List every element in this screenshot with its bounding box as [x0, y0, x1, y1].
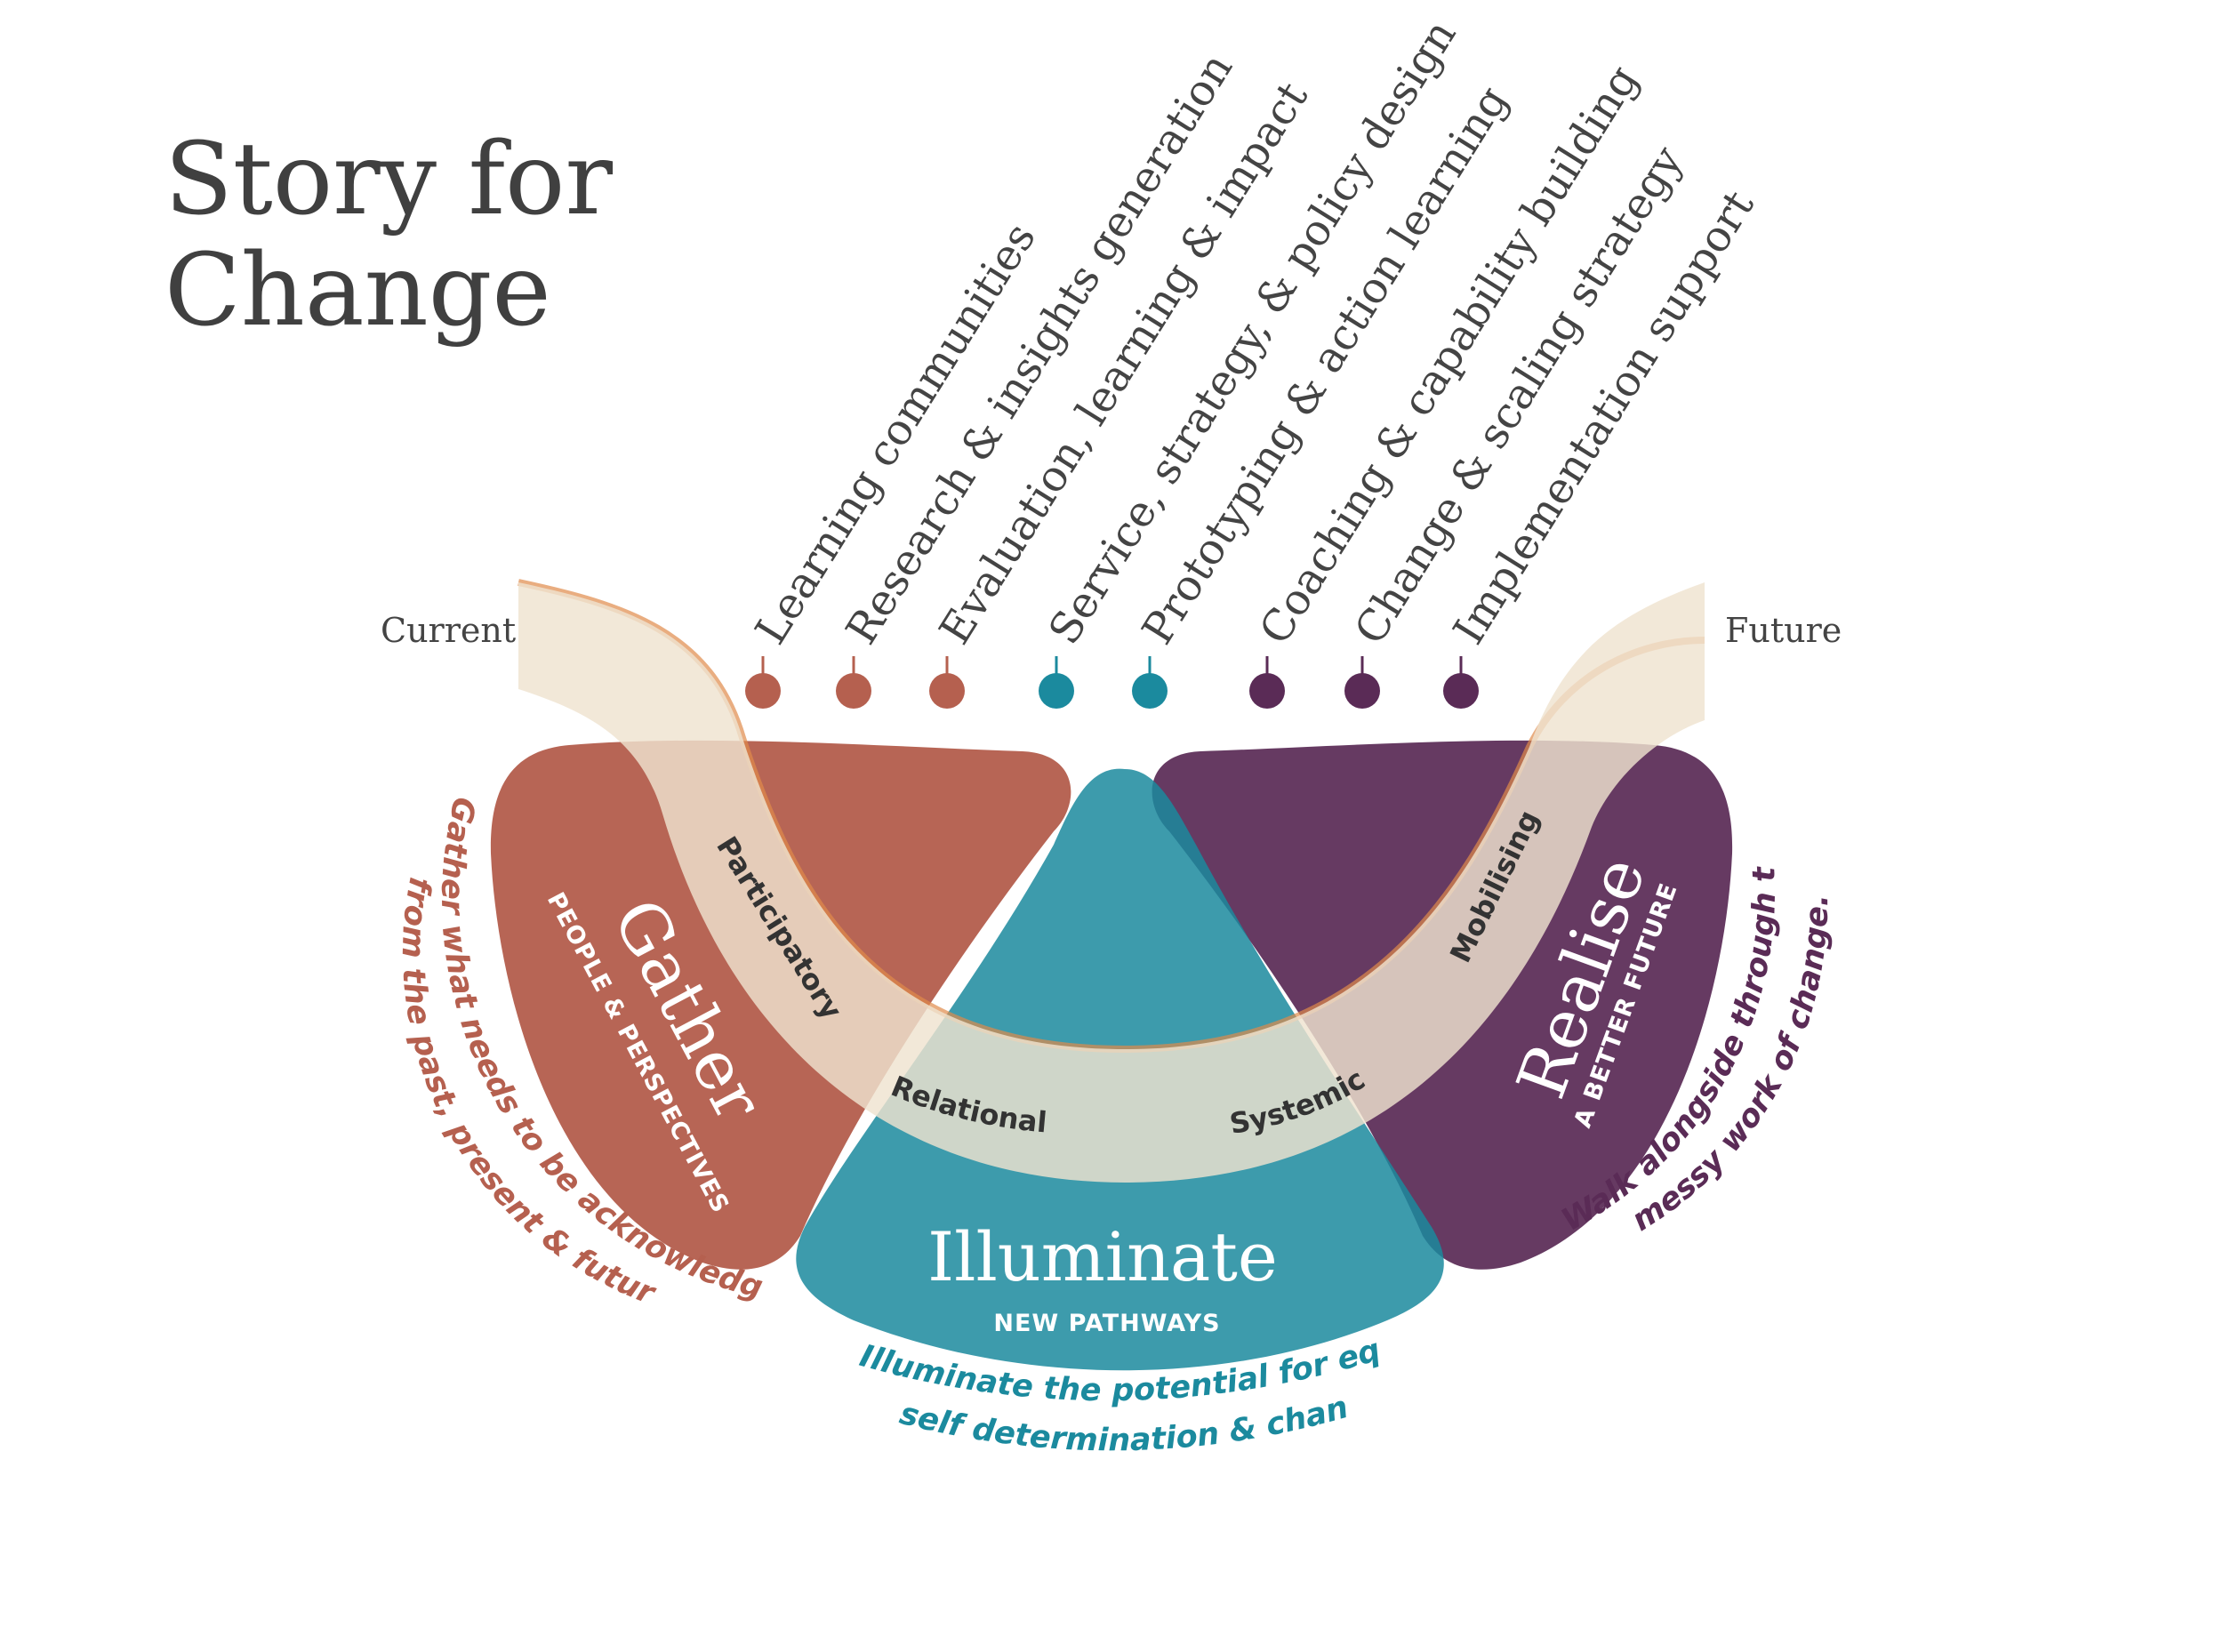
current-label: Current — [381, 611, 516, 650]
future-label: Future — [1725, 611, 1842, 650]
journey-path — [518, 582, 1705, 1183]
service-dot — [929, 673, 965, 709]
service-dot — [1132, 673, 1168, 709]
page-title: Story for Change — [165, 122, 613, 349]
illuminate-title: Illuminate — [927, 1217, 1278, 1296]
title-line-2: Change — [165, 233, 551, 349]
illuminate-subtitle: NEW PATHWAYS — [993, 1310, 1220, 1337]
service-dot — [1344, 673, 1380, 709]
title-line-1: Story for — [165, 122, 613, 237]
service-dot — [745, 673, 781, 709]
service-item: Learning communities — [745, 214, 1046, 709]
illuminate-title-group: Illuminate NEW PATHWAYS — [927, 1217, 1278, 1337]
service-dot — [1249, 673, 1285, 709]
service-dot — [1443, 673, 1479, 709]
service-dot — [1039, 673, 1074, 709]
service-dot — [836, 673, 871, 709]
